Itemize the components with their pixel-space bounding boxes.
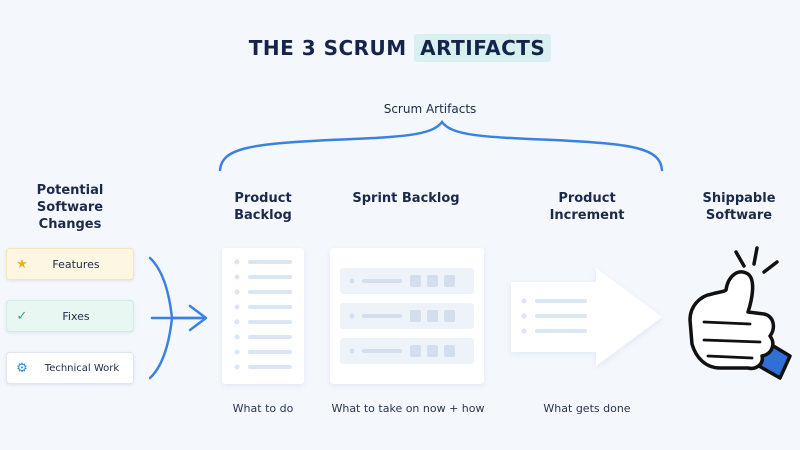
chip-features: ★ Features [6,248,134,280]
product-backlog-list [234,259,292,370]
sprint-backlog-card [330,248,484,384]
check-icon: ✓ [16,308,28,324]
gear-icon: ⚙ [16,360,28,376]
chip-label: Technical Work [44,362,120,374]
caption-product-increment: What gets done [543,402,631,415]
artifact-heading-product-backlog: Product Backlog [234,191,292,223]
chip-technical-work: ⚙ Technical Work [6,352,134,384]
merge-arrow-bottom [148,316,174,380]
chip-label: Features [52,257,100,271]
output-heading: Shippable Software [702,191,776,223]
inputs-heading: Potential Software Changes [36,183,104,232]
chip-fixes: ✓ Fixes [6,300,134,332]
artifact-heading-product-increment: Product Increment [549,191,625,223]
brace-label: Scrum Artifacts [383,102,477,116]
page-title: THE 3 SCRUM ARTIFACTS [0,34,800,62]
artifacts-brace [218,119,664,172]
star-icon: ★ [16,256,28,272]
title-highlight: ARTIFACTS [414,34,552,62]
artifact-heading-sprint-backlog: Sprint Backlog [352,191,460,206]
caption-product-backlog: What to do [232,402,294,415]
sprint-backlog-rows [340,268,474,364]
title-prefix: THE 3 SCRUM [248,36,407,60]
caption-sprint-backlog: What to take on now + how [331,402,485,415]
chip-label: Fixes [62,309,90,323]
product-backlog-card [222,248,304,384]
merge-arrow-head [188,304,208,332]
